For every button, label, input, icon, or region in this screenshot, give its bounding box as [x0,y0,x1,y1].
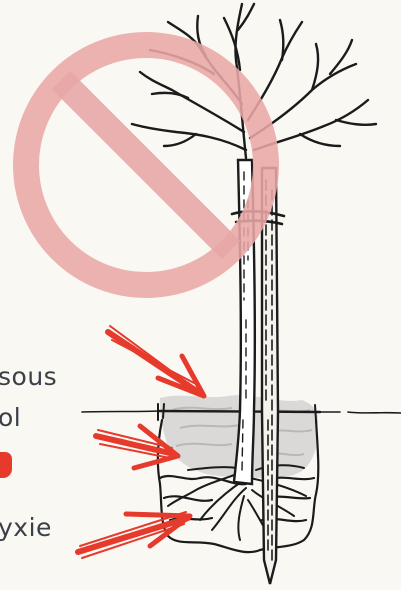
caption-line-2: ol [0,403,21,433]
caption-line-3: yxie [0,513,52,543]
caption-line-1: sous [0,362,57,392]
red-mark [0,452,12,478]
arrow-top-icon [108,326,204,396]
support-stake [262,168,278,584]
prohibition-sign-icon [26,45,266,285]
